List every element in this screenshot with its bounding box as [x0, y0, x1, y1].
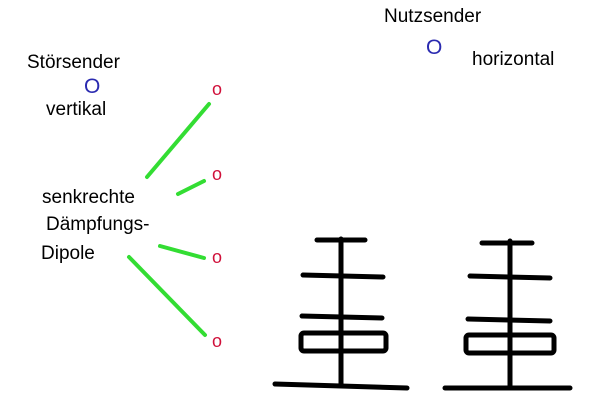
pointer-line-2 [176, 179, 206, 196]
dipoles-label-line-3: Dipole [41, 243, 95, 264]
antenna-left-base [272, 381, 410, 391]
dipoles-label-line-2: Dämpfungs- [46, 214, 150, 235]
antenna-right-element-3 [465, 316, 553, 324]
jammer-marker: O [84, 75, 101, 98]
dipole-marker-3: o [212, 247, 223, 267]
pointer-line-4 [127, 255, 207, 337]
dipole-marker-2: o [212, 164, 223, 184]
antenna-right [442, 238, 573, 391]
dipole-marker-4: o [212, 331, 223, 351]
antenna-left-element-2 [300, 272, 386, 280]
antenna-right-element-2 [467, 273, 553, 281]
antenna-left-folded-dipole [298, 330, 389, 354]
pointer-line-3 [158, 244, 206, 260]
desired-title: Nutzsender [384, 6, 482, 27]
dipole-pointer-lines [127, 102, 211, 337]
antenna-left [272, 236, 410, 391]
antenna-right-folded-dipole [463, 332, 557, 356]
desired-marker: O [426, 36, 443, 59]
jammer-polarization: vertikal [46, 99, 107, 120]
jammer-title: Störsender [27, 52, 120, 73]
dipole-marker-1: o [212, 79, 223, 99]
antenna-left-element-3 [299, 313, 385, 321]
desired-polarization: horizontal [472, 49, 555, 70]
pointer-line-1 [145, 102, 211, 179]
dipoles-label-line-1: senkrechte [42, 187, 135, 208]
